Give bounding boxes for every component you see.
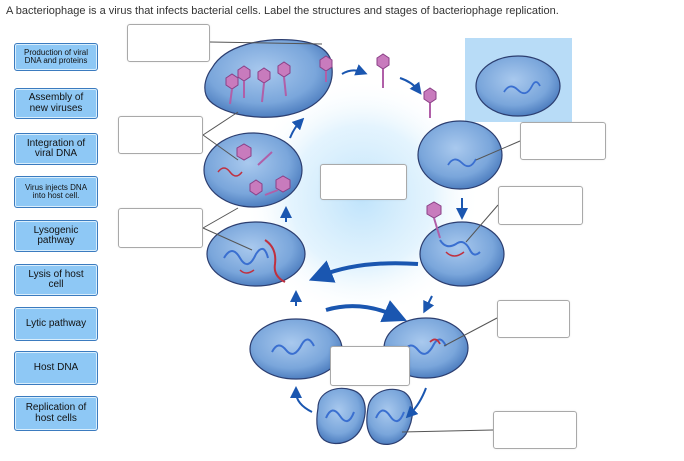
cell-replicating — [249, 318, 343, 380]
drop-target-5[interactable] — [520, 122, 606, 160]
arrow-to-integration — [423, 295, 435, 314]
arrow-approach — [399, 77, 422, 95]
arrow-to-lysis — [289, 117, 305, 139]
cell-attachment — [417, 120, 503, 190]
arrow-replication-out — [405, 387, 427, 419]
drop-target-6[interactable] — [498, 186, 583, 225]
label-chip-hostdna-text: Host DNA — [33, 361, 79, 373]
label-chip-lytic[interactable]: Lytic pathway — [14, 307, 98, 341]
phage-icon — [225, 61, 291, 105]
cell-assembly — [203, 132, 303, 208]
cell-production — [206, 221, 306, 287]
label-chip-lytic-text: Lytic pathway — [25, 317, 87, 329]
drop-target-9[interactable] — [493, 411, 577, 449]
cell-lysis — [204, 39, 333, 118]
drop-target-1[interactable] — [127, 24, 210, 62]
arrow-replication-back — [290, 386, 313, 413]
arrow-lytic — [308, 260, 419, 283]
drop-target-7[interactable] — [330, 346, 410, 386]
question-prompt: A bacteriophage is a virus that infects … — [6, 5, 559, 17]
leader-lines — [202, 41, 521, 433]
cell-dividing — [316, 387, 414, 445]
released-phages — [319, 53, 437, 118]
drop-target-8[interactable] — [497, 300, 570, 338]
drop-target-2[interactable] — [118, 116, 203, 154]
cell-target — [475, 55, 561, 117]
drop-target-4[interactable] — [320, 164, 407, 200]
drop-target-3[interactable] — [118, 208, 203, 248]
label-chip-hostdna[interactable]: Host DNA — [14, 351, 98, 385]
cell-injection — [419, 201, 505, 287]
arrow-to-replicating — [325, 300, 407, 323]
arrow-release — [341, 64, 368, 76]
